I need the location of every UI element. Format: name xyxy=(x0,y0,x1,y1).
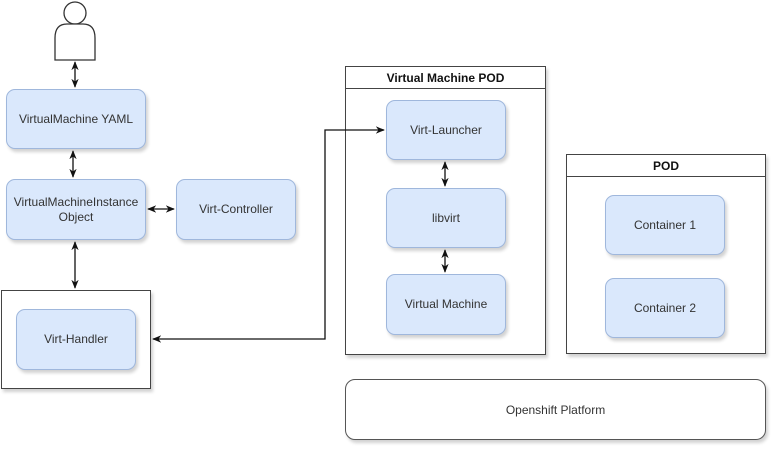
libvirt-label: libvirt xyxy=(431,210,460,225)
vmi-object-node[interactable]: VirtualMachineInstance Object xyxy=(6,179,146,240)
vm-yaml-label: VirtualMachine YAML xyxy=(18,111,134,126)
container2-node[interactable]: Container 2 xyxy=(605,278,725,338)
virt-handler-label: Virt-Handler xyxy=(44,332,108,346)
vmi-label-line2: Object xyxy=(58,209,94,224)
virtual-machine-node[interactable]: Virtual Machine xyxy=(386,274,506,335)
virt-controller-node[interactable]: Virt-Controller xyxy=(176,179,296,240)
virt-launcher-node[interactable]: Virt-Launcher xyxy=(386,100,506,160)
virt-controller-label: Virt-Controller xyxy=(199,202,273,216)
container1-node[interactable]: Container 1 xyxy=(605,195,725,255)
vmi-label-line1: VirtualMachineInstance xyxy=(13,194,139,209)
virt-launcher-label: Virt-Launcher xyxy=(410,122,482,137)
virtual-machine-label: Virtual Machine xyxy=(404,297,488,311)
openshift-platform[interactable]: Openshift Platform xyxy=(345,379,766,440)
libvirt-node[interactable]: libvirt xyxy=(386,188,506,248)
vm-yaml-node[interactable]: VirtualMachine YAML xyxy=(6,89,146,149)
container1-label: Container 1 xyxy=(633,217,697,232)
pod-title: POD xyxy=(567,155,765,177)
platform-label: Openshift Platform xyxy=(505,402,606,417)
user-icon xyxy=(54,1,96,61)
vm-pod-title: Virtual Machine POD xyxy=(346,67,545,89)
virt-handler-node[interactable]: Virt-Handler xyxy=(16,309,136,370)
container2-label: Container 2 xyxy=(633,300,697,315)
